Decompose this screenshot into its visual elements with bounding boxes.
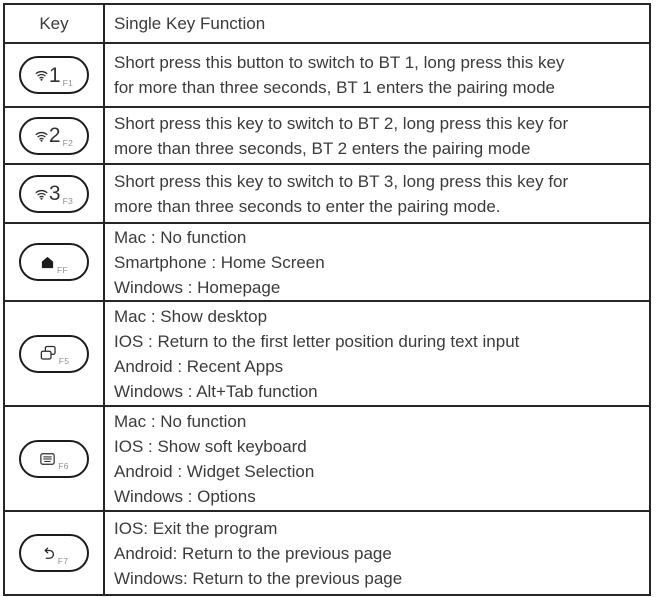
wifi-icon: [35, 69, 48, 81]
fkey-label: F5: [58, 356, 70, 366]
function-line: Windows : Alt+Tab function: [114, 381, 318, 401]
function-cell: Short press this key to switch to BT 2, …: [105, 108, 649, 163]
table-row: 3 F3 Short press this key to switch to B…: [5, 163, 649, 222]
key-cell: 1 F1: [5, 44, 105, 106]
fkey-label: F1: [62, 77, 74, 88]
column-header-key: Key: [5, 5, 105, 42]
function-cell: Short press this key to switch to BT 3, …: [105, 165, 649, 222]
function-line: for more than three seconds, BT 1 enters…: [114, 78, 555, 97]
function-line: Mac : No function: [114, 411, 247, 431]
back-key: F7: [19, 534, 89, 572]
function-line: Mac : No function: [114, 227, 247, 247]
key-cell: FF: [5, 224, 105, 300]
show-desktop-key: F5: [19, 334, 89, 373]
function-line: Short press this key to switch to BT 2, …: [114, 113, 569, 133]
function-line: IOS: Exit the program: [114, 518, 278, 538]
function-line: Android: Return to the previous page: [114, 543, 392, 563]
fkey-label: F6: [58, 461, 69, 471]
fkey-label: FF: [57, 264, 68, 275]
function-line: Mac : Show desktop: [114, 306, 268, 326]
function-line: Windows : Options: [114, 486, 256, 506]
function-line: Android : Recent Apps: [114, 356, 284, 376]
soft-keyboard-key: F6: [19, 439, 89, 478]
key-cell: F5: [5, 302, 105, 405]
function-line: more than three seconds, BT 2 enters the…: [114, 138, 531, 158]
key-cell: F6: [5, 407, 105, 510]
function-line: Smartphone : Home Screen: [114, 252, 325, 272]
function-cell: Short press this button to switch to BT …: [105, 44, 649, 106]
home-icon: [40, 255, 55, 270]
back-arrow-icon: [40, 546, 56, 561]
show-desktop-icon: [39, 345, 57, 362]
key-cell: 2 F2: [5, 108, 105, 163]
bt3-key: 3 F3: [19, 174, 89, 213]
fkey-label: F2: [62, 138, 74, 148]
key-cell: 3 F3: [5, 165, 105, 222]
function-line: Android : Widget Selection: [114, 461, 315, 481]
key-number: 3: [48, 182, 61, 205]
table-row: 1 F1 Short press this button to switch t…: [5, 42, 649, 106]
column-header-function: Single Key Function: [114, 13, 266, 33]
wifi-icon: [35, 188, 48, 200]
bt1-key: 1 F1: [19, 56, 89, 94]
fkey-label: F7: [57, 555, 69, 566]
bt2-key: 2 F2: [19, 116, 89, 155]
function-line: Windows : Homepage: [114, 277, 281, 297]
function-line: Short press this key to switch to BT 3, …: [114, 171, 569, 191]
key-cell: F7: [5, 512, 105, 594]
function-line: IOS : Show soft keyboard: [114, 436, 307, 456]
home-key: FF: [19, 243, 89, 281]
fkey-label: F3: [62, 196, 74, 206]
key-function-table: Key Single Key Function 1 F1 Short press…: [3, 3, 651, 596]
table-header-row: Key Single Key Function: [5, 5, 649, 42]
key-number: 1: [48, 63, 61, 87]
function-line: Short press this button to switch to BT …: [114, 53, 565, 72]
function-line: IOS : Return to the first letter positio…: [114, 331, 520, 351]
function-line: Windows: Return to the previous page: [114, 568, 403, 588]
function-line: more than three seconds to enter the pai…: [114, 196, 501, 216]
table-row: 2 F2 Short press this key to switch to B…: [5, 106, 649, 163]
keyboard-icon: [39, 452, 56, 466]
wifi-icon: [35, 130, 48, 142]
key-number: 2: [48, 124, 61, 147]
